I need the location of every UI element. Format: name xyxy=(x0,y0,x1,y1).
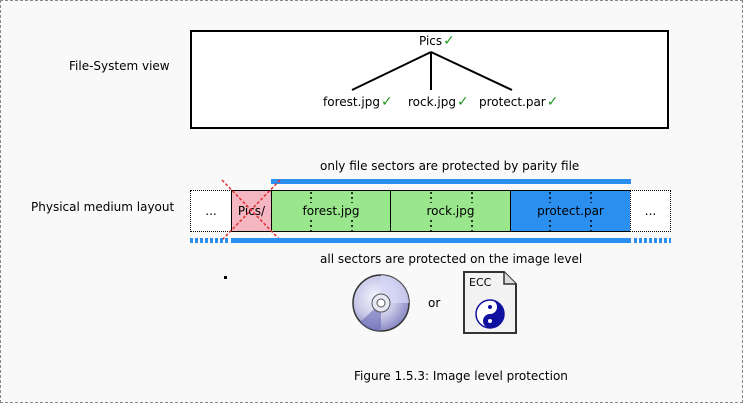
check-icon: ✓ xyxy=(380,94,393,110)
cross-icon xyxy=(221,179,281,241)
check-icon: ✓ xyxy=(456,94,469,110)
or-label: or xyxy=(428,296,441,310)
segment-protect: protect.par xyxy=(510,190,631,232)
check-icon: ✓ xyxy=(546,94,559,110)
tree-child-label: rock.jpg xyxy=(408,95,456,109)
tree-child-protect: protect.par✓ xyxy=(479,94,558,110)
tree-child-forest: forest.jpg✓ xyxy=(323,94,393,110)
ecc-label: ECC xyxy=(469,276,492,289)
fs-view-label: File-System view xyxy=(69,59,170,73)
segment-rock: rock.jpg xyxy=(390,190,511,232)
file-system-box xyxy=(190,30,669,129)
image-coverage-bar xyxy=(231,238,631,243)
segment-ellipsis-right: ... xyxy=(630,190,671,232)
tree-root-label: Pics xyxy=(419,34,443,48)
figure-caption: Figure 1.5.3: Image level protection xyxy=(354,369,568,383)
tree-child-label: forest.jpg xyxy=(323,95,380,109)
segment-ellipsis-left: ... xyxy=(190,190,232,232)
tree-child-label: protect.par xyxy=(479,95,546,109)
tree-child-rock: rock.jpg✓ xyxy=(408,94,469,110)
tree-root: Pics✓ xyxy=(419,33,455,49)
bottom-note: all sectors are protected on the image l… xyxy=(320,252,583,266)
parity-coverage-bar xyxy=(271,179,631,184)
check-icon: ✓ xyxy=(443,33,455,49)
top-note: only file sectors are protected by parit… xyxy=(320,159,580,173)
segment-forest: forest.jpg xyxy=(271,190,391,232)
image-coverage-dash-right xyxy=(634,238,671,243)
image-coverage-dash-left xyxy=(190,238,228,243)
physical-label: Physical medium layout xyxy=(31,200,175,214)
